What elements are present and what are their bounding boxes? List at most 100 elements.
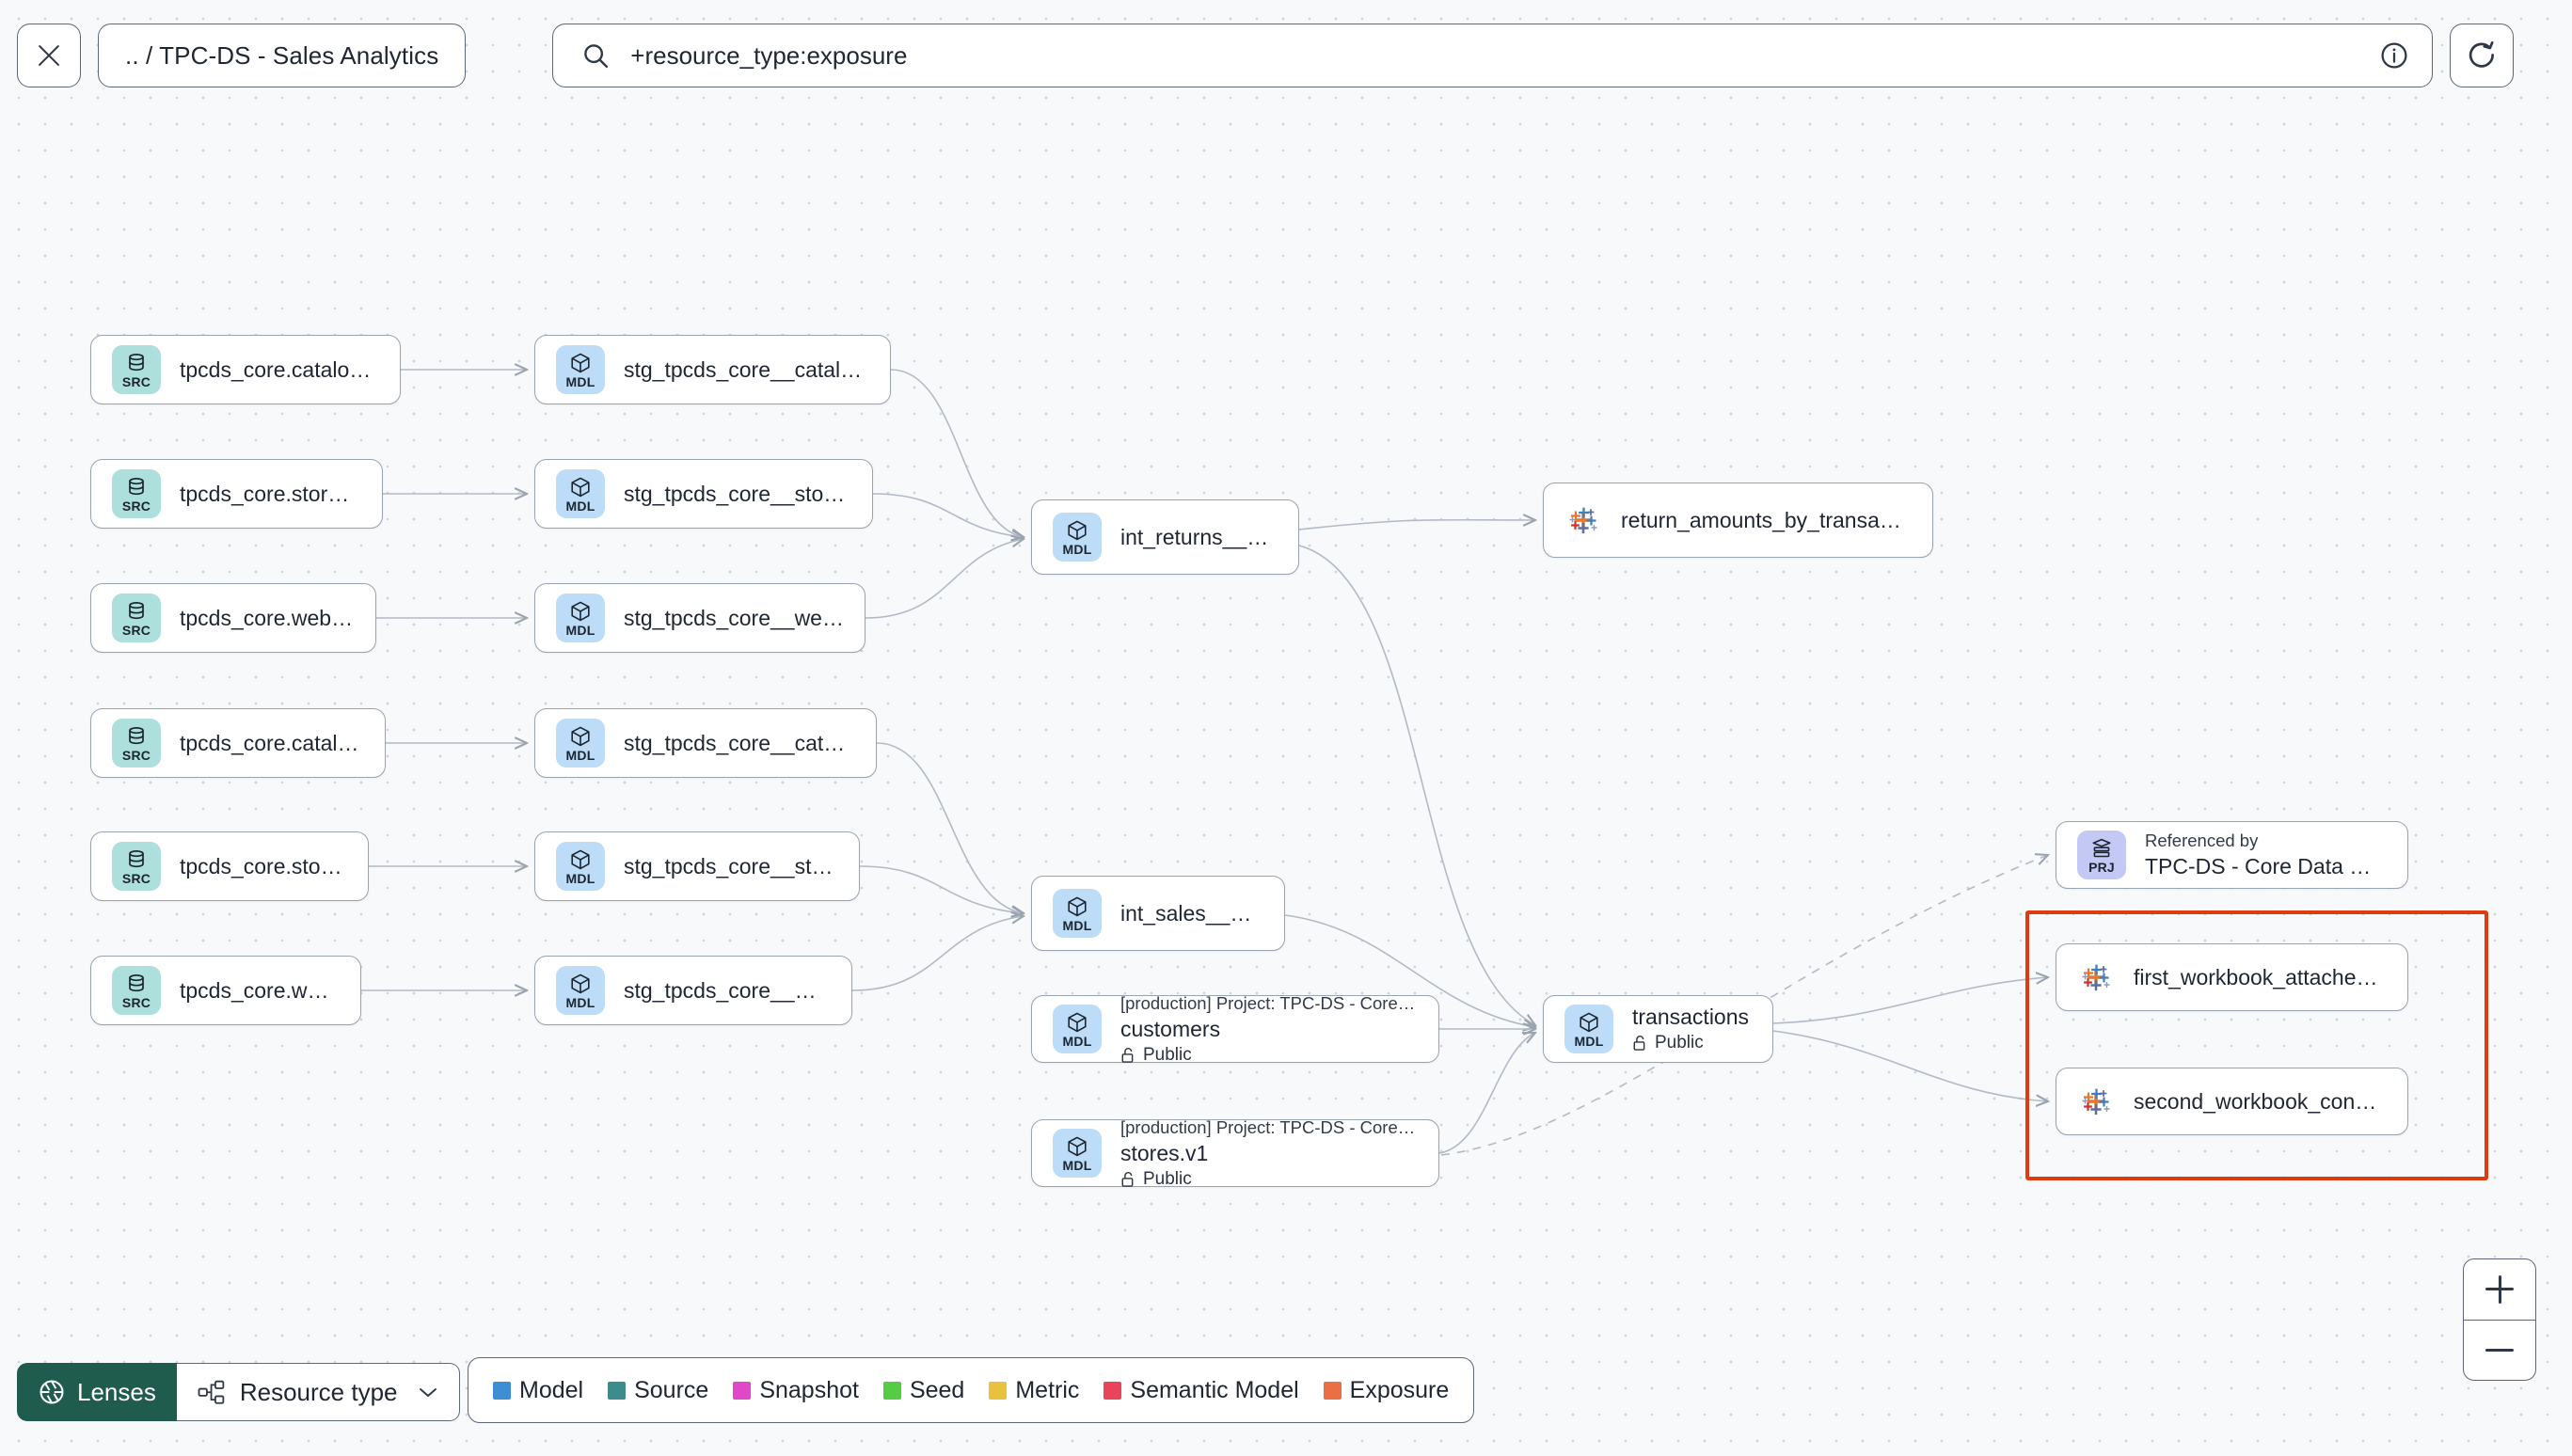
node-body: [production] Project: TPC-DS - Core Data…	[1120, 1117, 1418, 1190]
node-type-badge-src: SRC	[112, 469, 161, 518]
legend-item-seed[interactable]: Seed	[882, 1377, 964, 1404]
cube-icon	[571, 726, 590, 746]
node-type-badge-label: SRC	[121, 622, 151, 638]
node-type-badge-label: SRC	[121, 498, 151, 514]
graph-node-src-store-returns[interactable]: SRC tpcds_core.store_returns	[90, 459, 383, 529]
node-type-badge-mdl: MDL	[556, 842, 605, 891]
graph-node-stg-store-sales[interactable]: MDL stg_tpcds_core__store_sales	[534, 831, 860, 901]
node-label: tpcds_core.web_returns	[180, 605, 355, 630]
zoom-out-button[interactable]	[2464, 1319, 2535, 1381]
legend-swatch	[989, 1381, 1008, 1400]
cube-icon	[1580, 1012, 1598, 1032]
graph-node-src-web-returns[interactable]: SRC tpcds_core.web_returns	[90, 583, 376, 653]
close-button[interactable]	[17, 24, 81, 87]
legend-label: Model	[519, 1376, 584, 1403]
node-type-badge-src: SRC	[112, 719, 161, 768]
node-body: [production] Project: TPC-DS - Core Data…	[1120, 993, 1418, 1066]
node-subtitle: [production] Project: TPC-DS - Core Data…	[1120, 1116, 1418, 1137]
info-icon[interactable]	[2379, 40, 2409, 71]
node-body: return_amounts_by_transaction_type	[1621, 508, 1912, 533]
legend-item-snapshot[interactable]: Snapshot	[733, 1377, 859, 1404]
legend-item-semantic-model[interactable]: Semantic Model	[1103, 1376, 1299, 1404]
node-visibility: Public	[1120, 1045, 1418, 1066]
node-body: tpcds_core.catalog_returns	[180, 357, 379, 383]
database-icon	[129, 849, 144, 867]
node-body: stg_tpcds_core__catalog_sales	[624, 731, 855, 756]
tableau-icon	[2082, 1088, 2110, 1116]
legend-label: Metric	[1015, 1376, 1080, 1403]
node-type-badge-src: SRC	[112, 966, 161, 1015]
legend-swatch	[608, 1381, 627, 1400]
node-type-badge-mdl: MDL	[556, 593, 605, 642]
node-visibility-label: Public	[1143, 1168, 1192, 1189]
graph-node-stg-catalog-sales[interactable]: MDL stg_tpcds_core__catalog_sales	[534, 708, 877, 778]
node-body: int_returns__unioned	[1120, 525, 1278, 550]
cube-icon	[571, 973, 590, 993]
node-visibility: Public	[1120, 1169, 1418, 1190]
tableau-icon	[2082, 964, 2110, 991]
legend-item-metric[interactable]: Metric	[989, 1377, 1079, 1404]
node-label: stores.v1	[1120, 1140, 1209, 1165]
node-label: int_returns__unioned	[1120, 524, 1278, 549]
hierarchy-icon	[198, 1380, 225, 1404]
cube-icon	[1068, 520, 1087, 540]
search-input[interactable]	[630, 40, 2359, 71]
legend-label: Semantic Model	[1130, 1376, 1299, 1403]
lenses-label: Lenses	[77, 1377, 156, 1406]
node-label: transactions	[1632, 1005, 1750, 1029]
node-label: tpcds_core.web_sales	[180, 977, 340, 1003]
search-bar[interactable]	[552, 24, 2434, 87]
node-label: first_workbook_attached_to_tpc-ds_-_…	[2134, 964, 2387, 989]
cube-icon	[1068, 1012, 1087, 1032]
node-body: stg_tpcds_core__store_sales	[624, 854, 838, 879]
tableau-icon	[1569, 507, 1597, 534]
resource-type-dropdown[interactable]: Resource type	[176, 1363, 460, 1421]
graph-node-exp-second-workbook[interactable]: second_workbook_connected_to_live…	[2056, 1068, 2408, 1135]
legend-item-source[interactable]: Source	[608, 1377, 708, 1404]
graph-canvas[interactable]: SRCtpcds_core.catalog_returnsSRCtpcds_co…	[0, 111, 2572, 1456]
legend-swatch	[1323, 1381, 1342, 1400]
node-subtitle: Referenced by	[2145, 831, 2259, 850]
zoom-in-icon	[2485, 1274, 2514, 1304]
node-type-badge-label: SRC	[121, 994, 151, 1010]
breadcrumb[interactable]: .. / TPC-DS - Sales Analytics	[98, 24, 467, 87]
refresh-button[interactable]	[2450, 24, 2515, 87]
node-type-badge-label: MDL	[565, 747, 595, 763]
legend-item-model[interactable]: Model	[493, 1377, 583, 1404]
node-type-badge-label: SRC	[121, 747, 151, 763]
node-type-badge-label: MDL	[565, 373, 595, 389]
node-body: tpcds_core.store_returns	[180, 482, 361, 507]
node-label: customers	[1120, 1016, 1221, 1041]
search-icon	[584, 44, 609, 69]
database-icon	[129, 477, 144, 495]
graph-node-src-web-sales[interactable]: SRC tpcds_core.web_sales	[90, 956, 361, 1025]
node-type-badge-mdl: MDL	[1053, 513, 1102, 562]
zoom-in-button[interactable]	[2464, 1259, 2535, 1320]
legend-item-exposure[interactable]: Exposure	[1323, 1377, 1449, 1404]
node-label: stg_tpcds_core__store_sales	[624, 853, 838, 878]
node-body: stg_tpcds_core__web_sales	[624, 978, 831, 1004]
graph-node-mdl-customers[interactable]: MDL[production] Project: TPC-DS - Core D…	[1031, 993, 1439, 1066]
graph-node-return-amounts[interactable]: return_amounts_by_transaction_type	[1543, 483, 1933, 558]
cube-icon	[571, 601, 590, 621]
graph-node-exp-first-workbook[interactable]: first_workbook_attached_to_tpc-ds_-_…	[2056, 943, 2408, 1011]
lenses-button[interactable]: Lenses	[17, 1363, 177, 1421]
chevron-down-icon	[419, 1388, 437, 1397]
node-label: TPC-DS - Core Data Models	[2145, 854, 2387, 878]
node-body: second_workbook_connected_to_live…	[2134, 1089, 2387, 1115]
graph-node-int-returns-unioned[interactable]: MDL int_returns__unioned	[1031, 499, 1299, 575]
node-type-badge-mdl: MDL	[556, 345, 605, 394]
top-toolbar: .. / TPC-DS - Sales Analytics	[0, 0, 2572, 111]
graph-node-mdl-stores-v1[interactable]: MDL[production] Project: TPC-DS - Core D…	[1031, 1117, 1439, 1190]
